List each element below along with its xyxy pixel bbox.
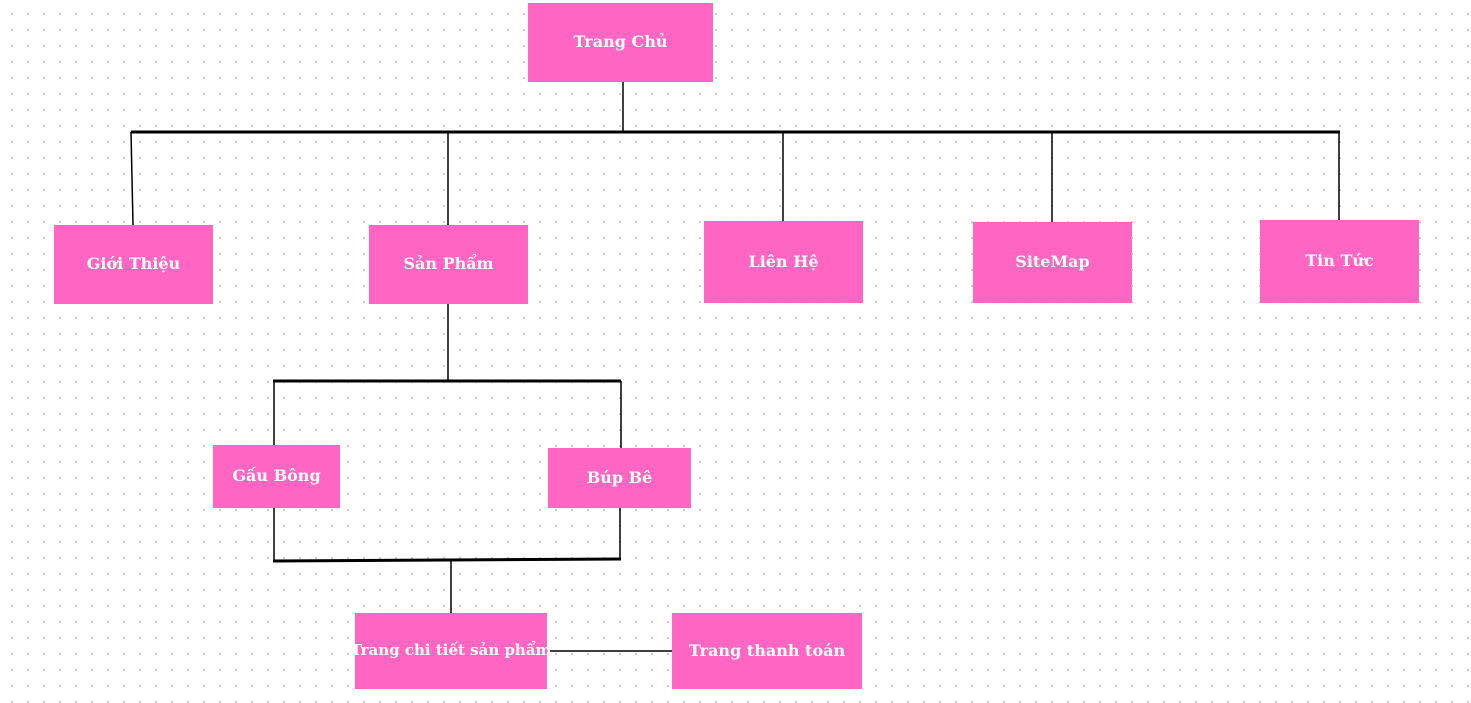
connector-merge-bus xyxy=(272,557,622,563)
node-trang-chi-tiet-san-pham[interactable]: Trang chi tiết sản phẩm xyxy=(351,613,551,689)
node-gioi-thieu[interactable]: Giới Thiệu xyxy=(54,225,213,304)
node-san-pham[interactable]: Sản Phẩm xyxy=(369,225,528,304)
node-gau-bong[interactable]: Gấu Bông xyxy=(213,445,340,508)
node-bup-be[interactable]: Búp Bê xyxy=(548,448,691,508)
node-lien-he[interactable]: Liên Hệ xyxy=(704,221,863,303)
node-trang-chu[interactable]: Trang Chủ xyxy=(528,3,713,82)
node-tin-tuc[interactable]: Tin Tức xyxy=(1260,220,1419,303)
node-sitemap[interactable]: SiteMap xyxy=(973,222,1132,303)
node-trang-thanh-toan[interactable]: Trang thanh toán xyxy=(672,613,862,689)
connector-to-gioi-thieu xyxy=(130,131,134,226)
